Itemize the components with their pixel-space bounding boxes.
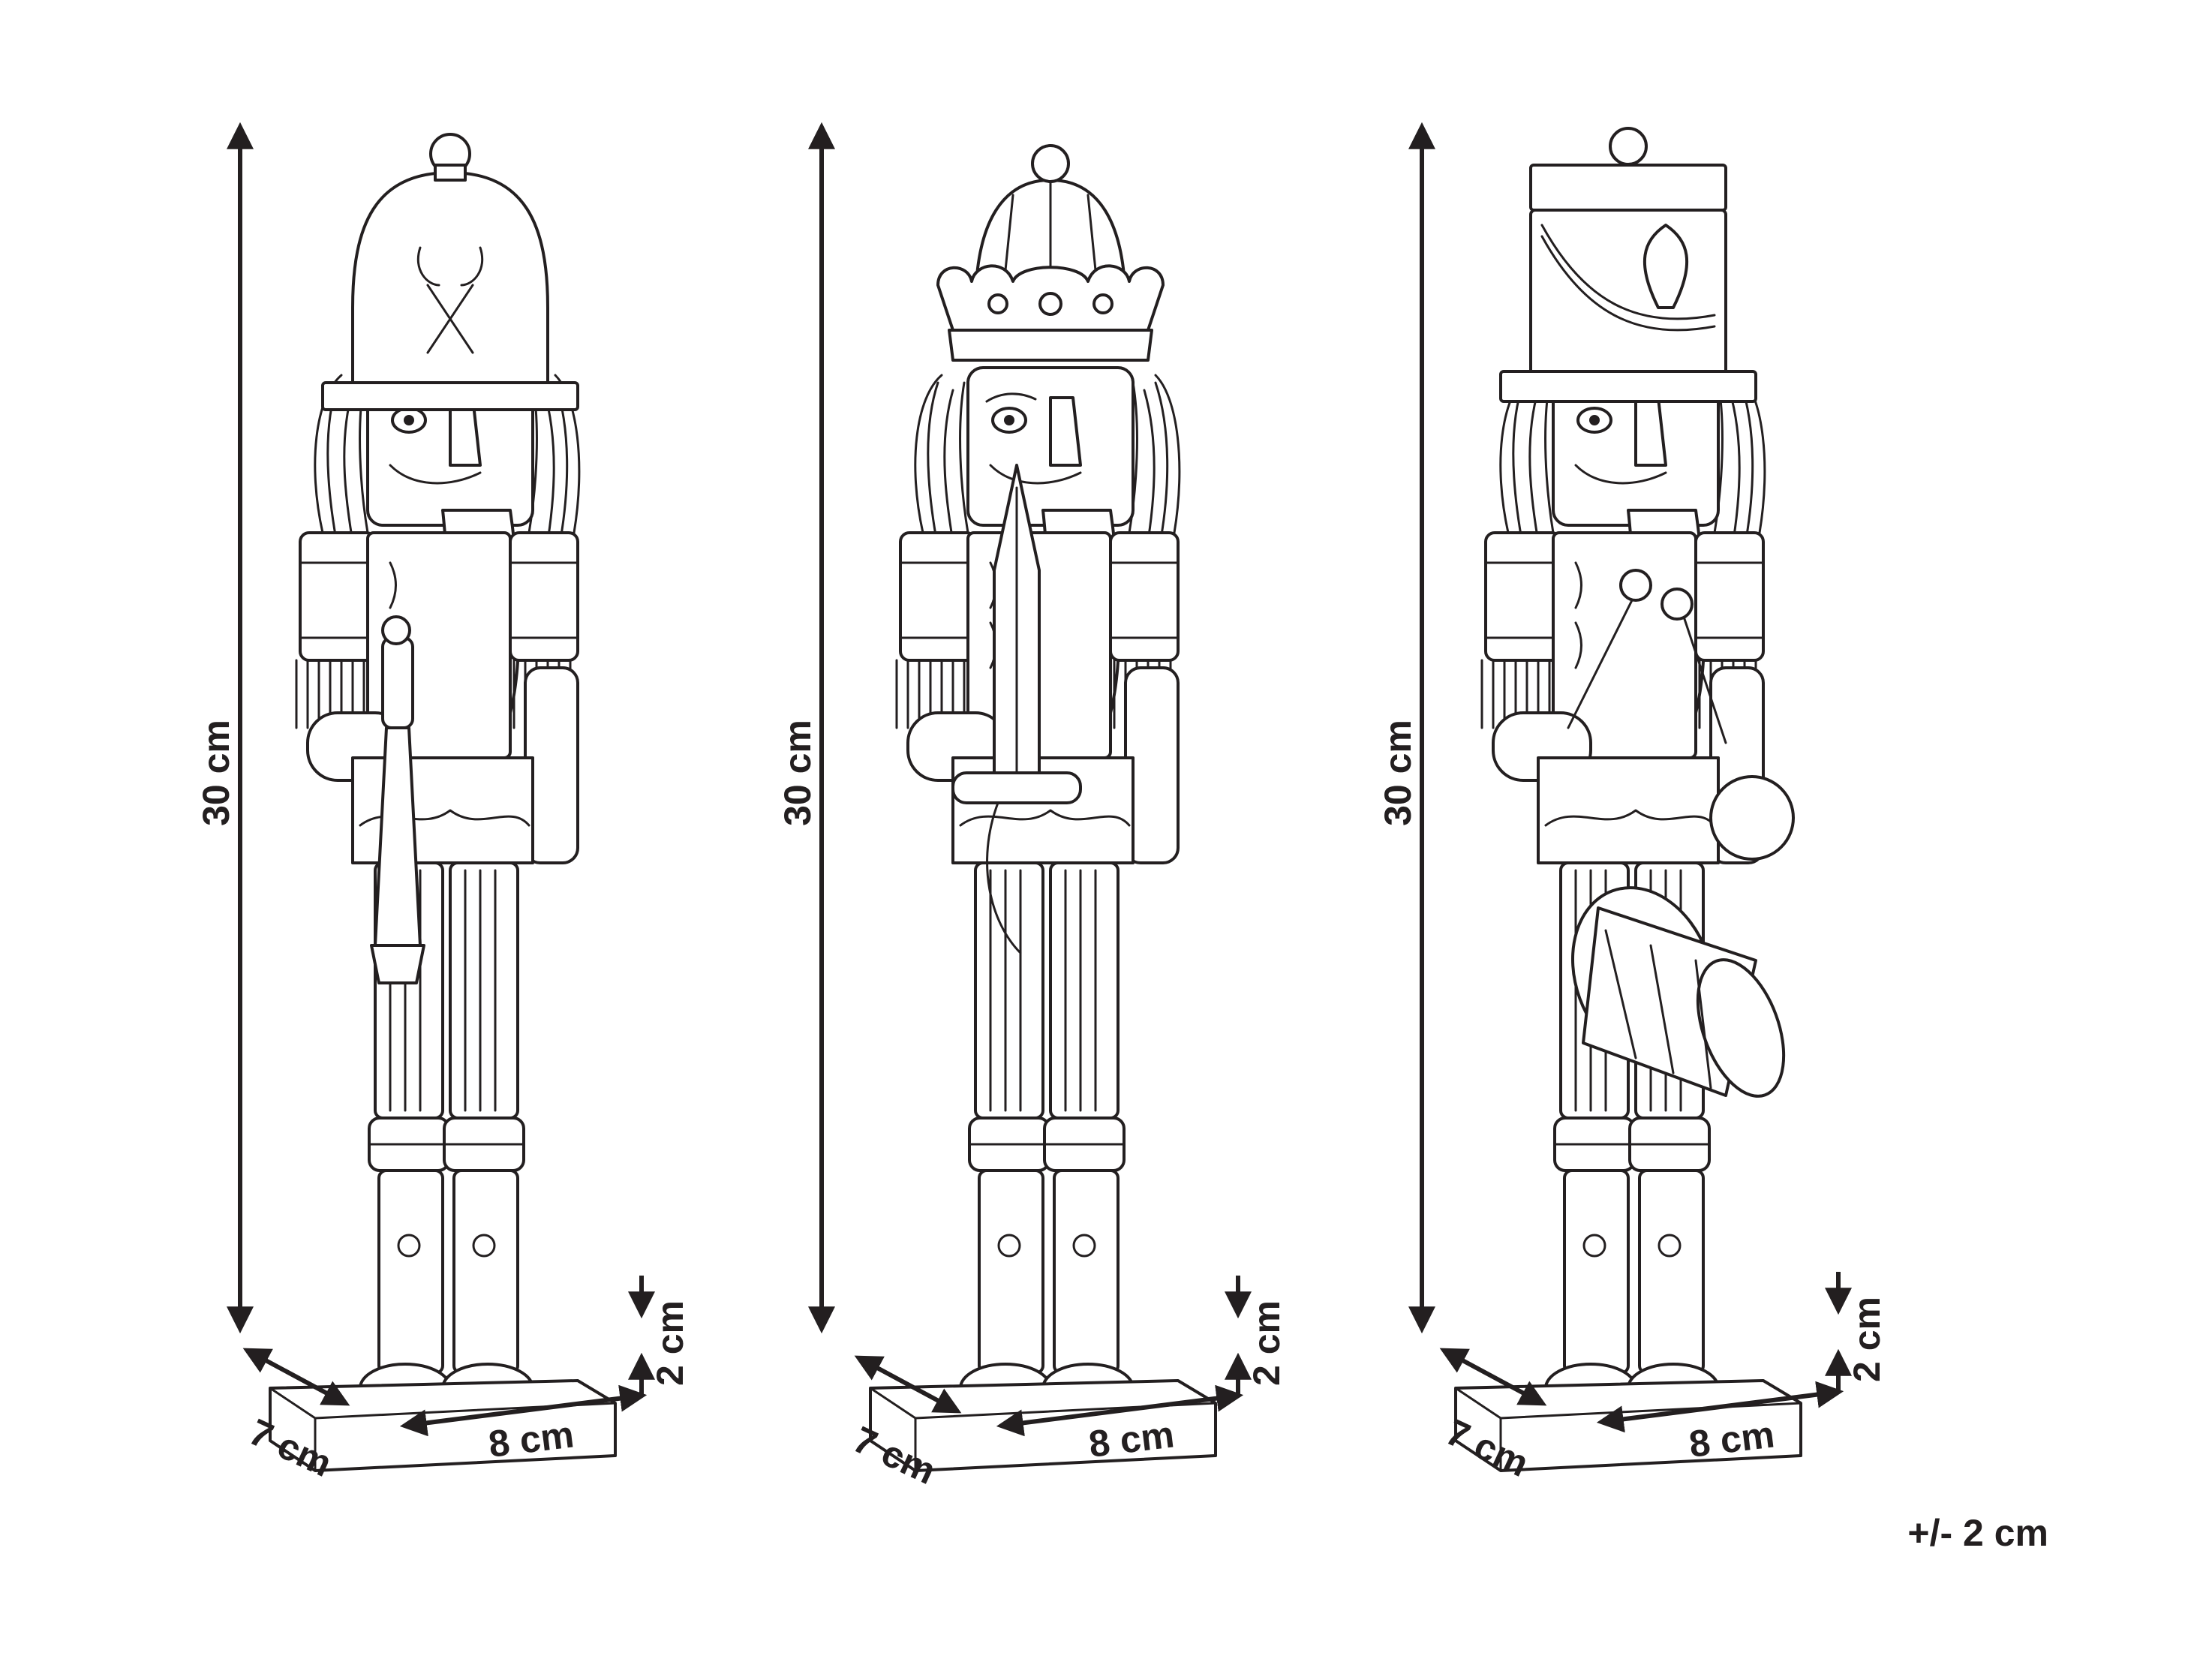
depth-dimension-arrow	[854, 1355, 962, 1414]
width-label: 8 cm	[1687, 1413, 1777, 1465]
nutcracker-sword-illustration	[869, 144, 1217, 1472]
width-dimension-arrow	[996, 1384, 1244, 1437]
figure-flute: 30 cm 7 cm 8 cm 2 cm	[195, 122, 691, 1485]
nutcracker-drum-illustration	[1454, 127, 1802, 1472]
height-label: 30 cm	[195, 720, 237, 826]
tolerance-note: +/- 2 cm	[1907, 1512, 2048, 1554]
base-label: 2 cm	[649, 1300, 691, 1386]
width-dimension-arrow	[399, 1384, 648, 1437]
height-label: 30 cm	[777, 720, 819, 826]
width-label: 8 cm	[1086, 1413, 1177, 1465]
figure-drum: 30 cm 7 cm 8 cm 2 cm	[1377, 122, 1888, 1485]
nutcracker-flute-illustration	[269, 133, 617, 1472]
depth-dimension-arrow	[242, 1348, 350, 1406]
width-label: 8 cm	[486, 1413, 576, 1465]
base-label: 2 cm	[1246, 1300, 1288, 1386]
height-label: 30 cm	[1377, 720, 1419, 826]
figure-sword: 30 cm 7 cm 8 cm 2 cm	[777, 122, 1288, 1492]
depth-dimension-arrow	[1439, 1348, 1547, 1406]
base-label: 2 cm	[1846, 1297, 1888, 1382]
width-dimension-arrow	[1596, 1381, 1844, 1433]
